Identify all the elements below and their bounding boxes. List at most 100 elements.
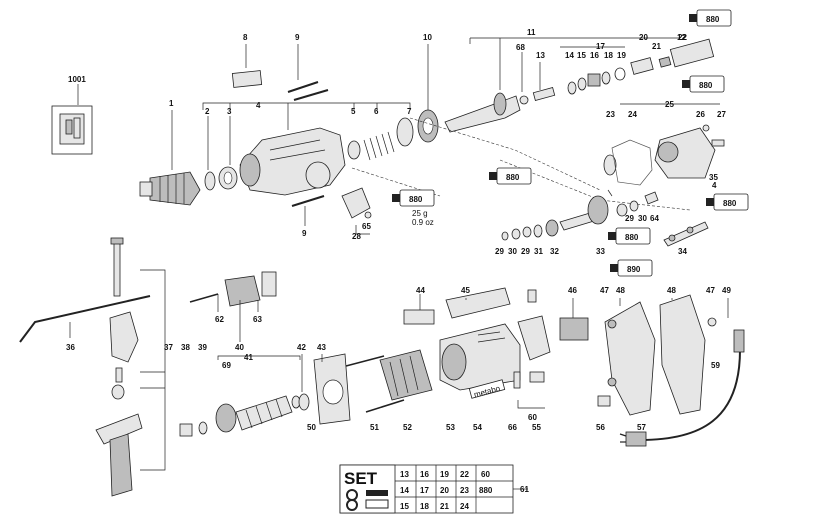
spindle-part-11 (444, 37, 680, 133)
set-cell: 15 (400, 502, 409, 511)
set-cell: 60 (481, 470, 490, 479)
tube-label-3: 880 (506, 173, 520, 182)
label-33: 33 (596, 247, 605, 256)
label-7: 7 (407, 107, 412, 116)
label-48-b: 48 (667, 286, 676, 295)
label-29-b: 29 (521, 247, 530, 256)
label-22: 22 (678, 33, 687, 42)
metabo-badge-part-54 (468, 379, 506, 399)
label-8: 8 (243, 33, 248, 42)
gear-parts-29-33 (501, 189, 659, 241)
label-62: 62 (215, 315, 224, 324)
field-stator-part-52 (345, 349, 433, 413)
label-18: 18 (604, 51, 613, 60)
label-41: 41 (244, 353, 253, 362)
label-2: 2 (205, 107, 210, 116)
label-38: 38 (181, 343, 190, 352)
small-parts-14-21 (560, 38, 715, 95)
label-4: 4 (256, 101, 261, 110)
part-1001-label-icon (51, 84, 93, 155)
label-9-top: 9 (295, 33, 300, 42)
set-cell: 14 (400, 486, 409, 495)
keyless-chuck-part-1 (139, 110, 201, 206)
label-19: 19 (617, 51, 626, 60)
label-61: 61 (520, 485, 529, 494)
motor-housing-part-53 (403, 287, 521, 391)
set-cell: 18 (420, 502, 429, 511)
label-37: 37 (164, 343, 173, 352)
label-31: 31 (534, 247, 543, 256)
label-69: 69 (222, 361, 231, 370)
set-cell: 21 (440, 502, 449, 511)
fan-guide-part-42-43 (298, 353, 351, 425)
tube-label-4: 880 (409, 195, 423, 204)
label-56: 56 (596, 423, 605, 432)
set-cell: 17 (420, 486, 429, 495)
set-cell: 24 (460, 502, 469, 511)
leader-lines (217, 294, 729, 392)
shaft-part-34 (663, 221, 709, 247)
label-63: 63 (253, 315, 262, 324)
label-60: 60 (528, 413, 537, 422)
label-10: 10 (423, 33, 432, 42)
label-28: 28 (352, 232, 361, 241)
set-cell: 22 (460, 470, 469, 479)
grease-tube-3 (489, 167, 532, 185)
label-1: 1 (169, 99, 174, 108)
tube-label-2: 880 (699, 81, 713, 90)
label-57: 57 (637, 423, 646, 432)
label-1001: 1001 (68, 75, 86, 84)
plate-part-8 (231, 44, 263, 88)
label-25: 25 (665, 100, 674, 109)
bracket-4 (202, 102, 411, 130)
label-55: 55 (532, 423, 541, 432)
label-4-b: 4 (712, 181, 717, 190)
label-42: 42 (297, 343, 306, 352)
label-11: 11 (527, 28, 536, 37)
handle-halves-part-48 (597, 294, 717, 416)
label-17: 17 (596, 42, 605, 51)
label-48-a: 48 (616, 286, 625, 295)
label-24: 24 (628, 110, 637, 119)
gear-part-10 (417, 44, 439, 143)
label-20: 20 (639, 33, 648, 42)
set-cell: 19 (440, 470, 449, 479)
label-49: 49 (722, 286, 731, 295)
label-47-a: 47 (600, 286, 609, 295)
label-12: 12 (677, 33, 686, 42)
label-36: 36 (66, 343, 75, 352)
label-21: 21 (652, 42, 661, 51)
screws-part-9-top (287, 44, 329, 101)
label-45: 45 (461, 286, 470, 295)
label-53: 53 (446, 423, 455, 432)
label-27: 27 (717, 110, 726, 119)
label-34: 34 (678, 247, 687, 256)
pins-part-13-68 (519, 52, 556, 105)
armature-part-41 (215, 355, 301, 433)
set-table-text: SET 13 16 19 22 60 14 17 20 23 880 15 18… (344, 469, 493, 511)
label-29-a: 29 (495, 247, 504, 256)
label-14: 14 (565, 51, 574, 60)
label-43: 43 (317, 343, 326, 352)
label-47-b: 47 (706, 286, 715, 295)
label-39: 39 (198, 343, 207, 352)
label-51: 51 (370, 423, 379, 432)
grease-amount-grams: 25 g (412, 209, 428, 218)
label-52: 52 (403, 423, 412, 432)
set-title: SET (344, 469, 378, 488)
gear-cover-part-23-27 (603, 103, 725, 186)
label-9-bottom: 9 (302, 229, 307, 238)
label-3: 3 (227, 107, 232, 116)
grease-tube-6 (608, 227, 651, 245)
label-13: 13 (536, 51, 545, 60)
power-cable-part-57-59 (619, 329, 745, 447)
label-6: 6 (374, 107, 379, 116)
set-cell: 20 (440, 486, 449, 495)
label-35: 35 (709, 173, 718, 182)
label-44: 44 (416, 286, 425, 295)
label-40: 40 (235, 343, 244, 352)
label-16: 16 (590, 51, 599, 60)
tube-label-6: 880 (625, 233, 639, 242)
